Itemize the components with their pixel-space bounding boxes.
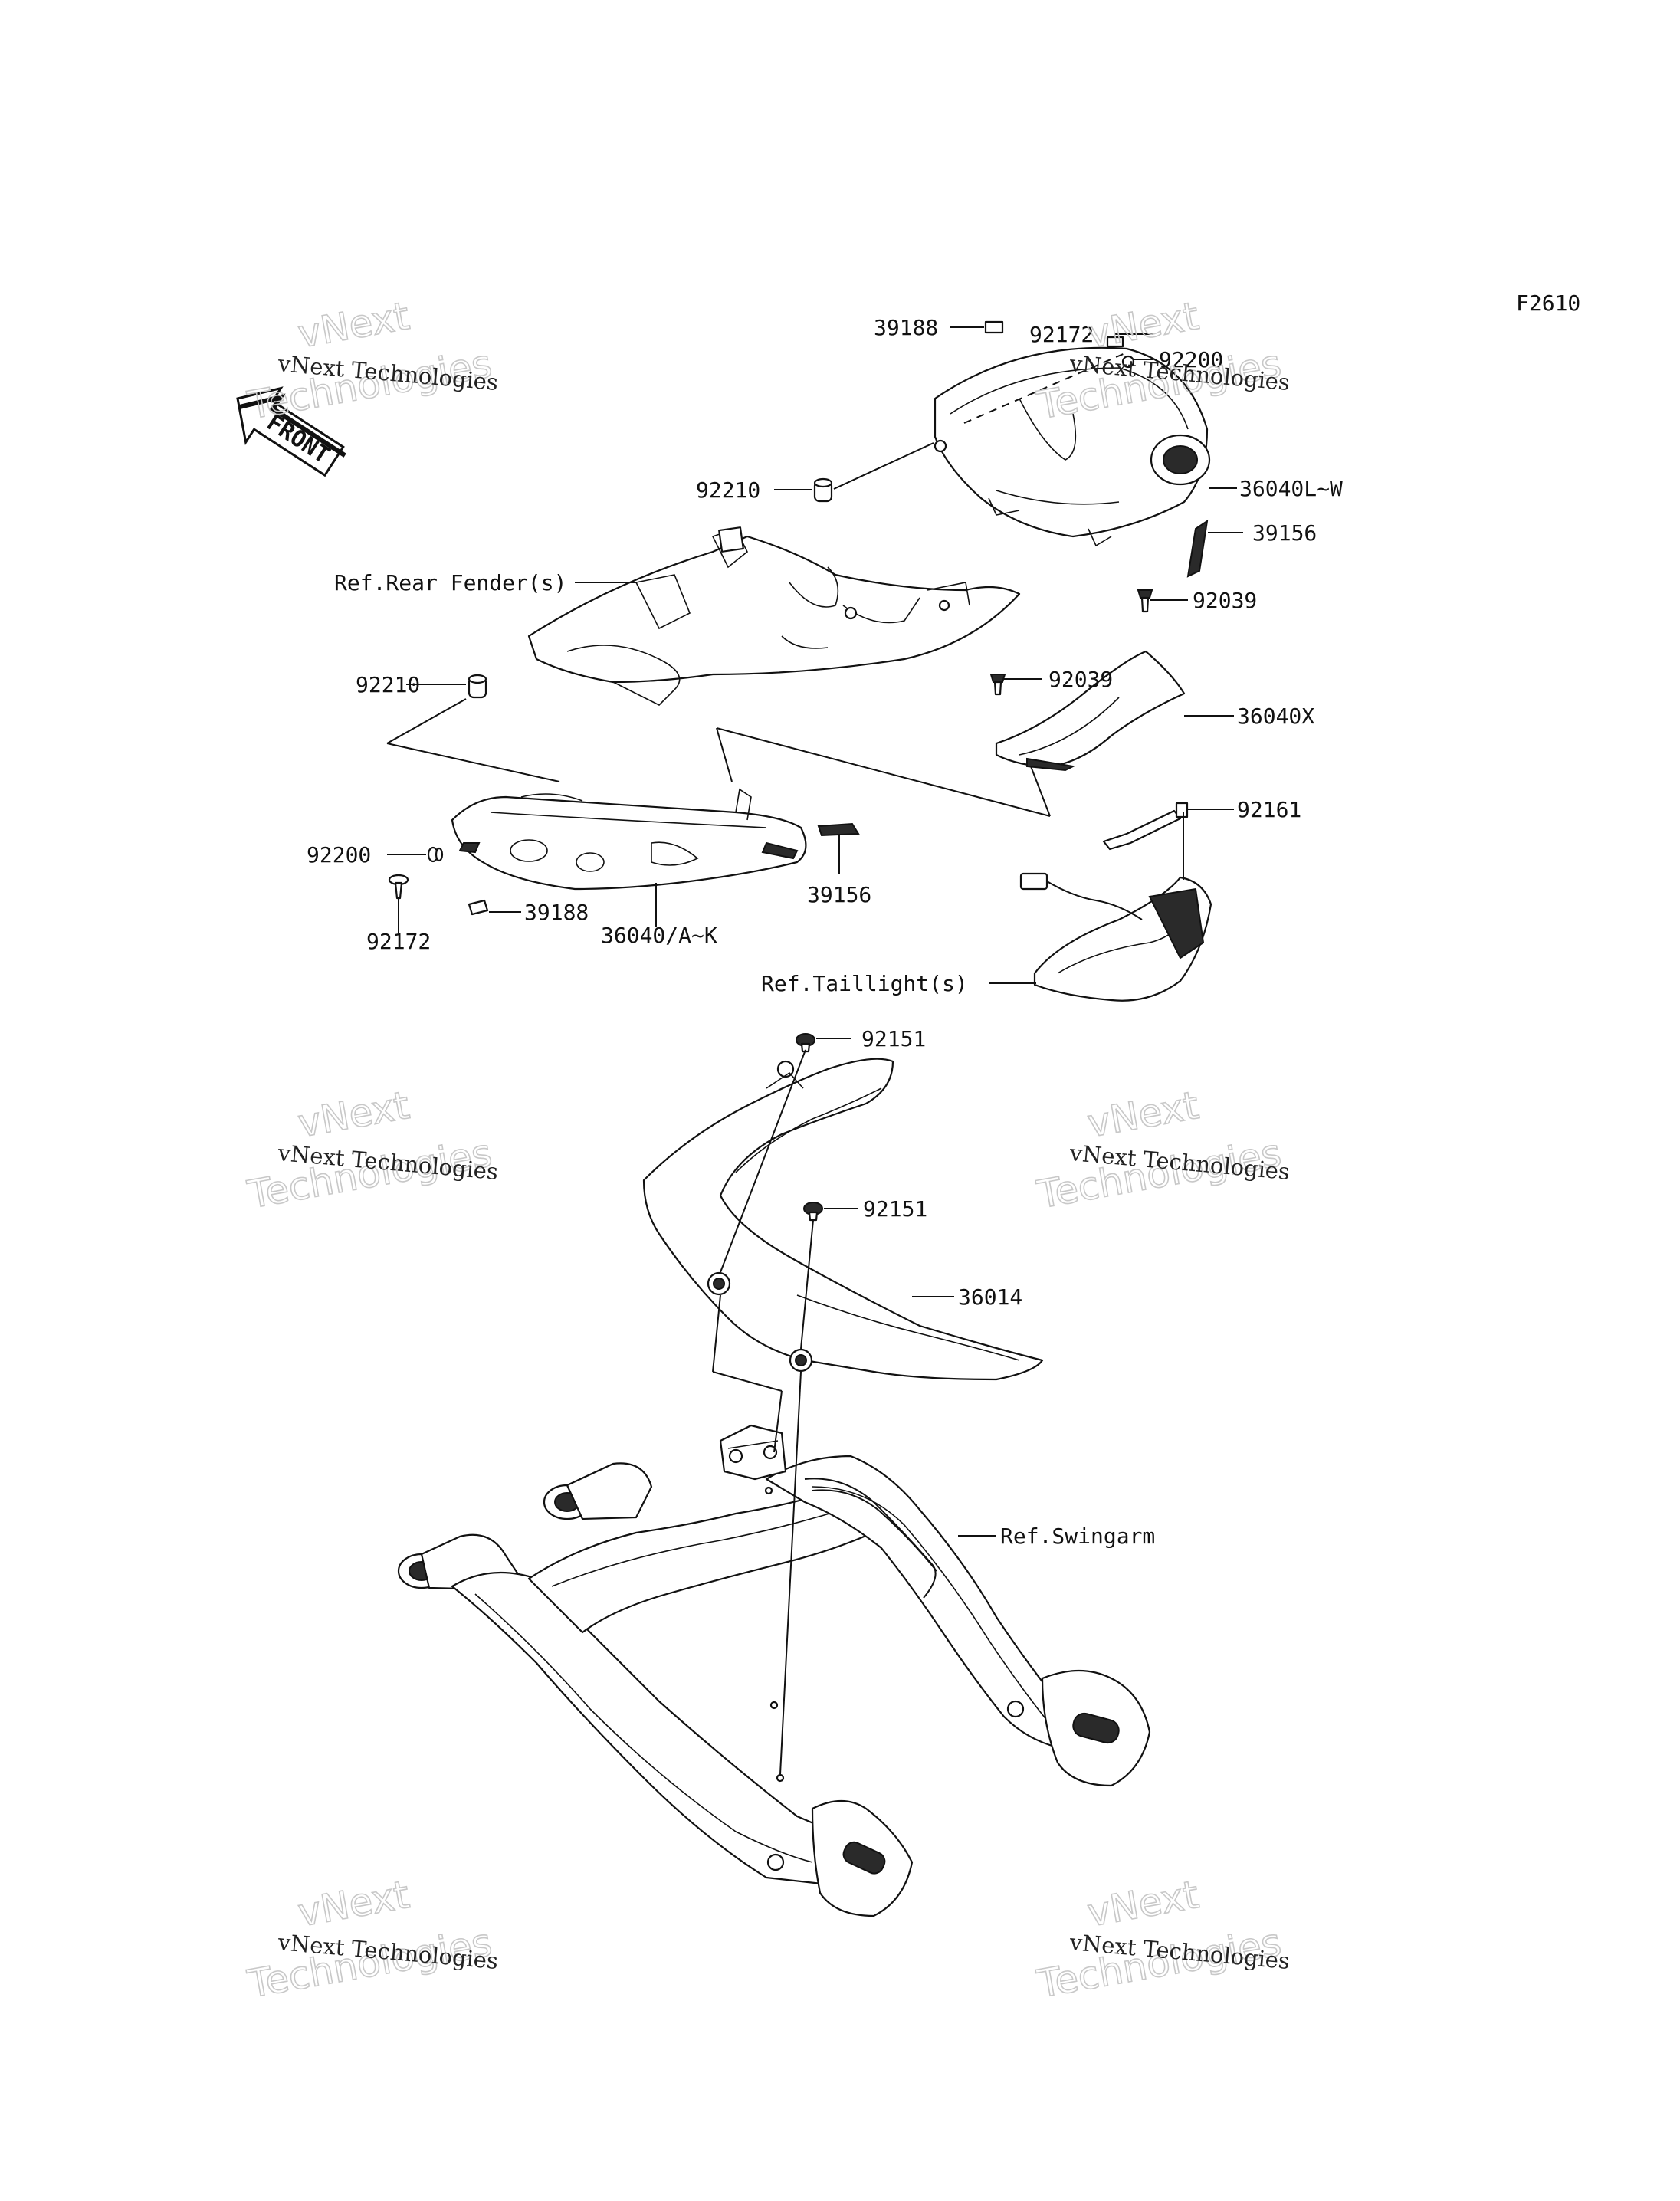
label-ref-taillight: Ref.Taillight(s) xyxy=(761,971,968,996)
grommet-92210-left xyxy=(468,674,487,699)
band-92161 xyxy=(1102,809,1182,851)
band-92161-clip xyxy=(1175,802,1189,818)
label-92151-mid: 92151 xyxy=(863,1196,927,1222)
watermark-bottom-left: vNext Technologies xyxy=(244,1871,496,2007)
label-92172-top: 92172 xyxy=(1029,322,1094,347)
label-92039-mid: 92039 xyxy=(1048,667,1113,692)
strip-39156-center xyxy=(817,822,860,837)
svg-text:vNext: vNext xyxy=(294,1872,412,1935)
label-36014: 36014 xyxy=(958,1284,1022,1310)
label-ref-swingarm: Ref.Swingarm xyxy=(1000,1524,1155,1549)
chain-guard-36014 xyxy=(642,1058,1044,1381)
svg-text:vNext: vNext xyxy=(1084,1872,1202,1935)
leader-lines xyxy=(386,326,1243,1775)
label-36040X: 36040X xyxy=(1237,704,1314,729)
label-92172-bottom: 92172 xyxy=(366,929,431,954)
grommet-92210-top xyxy=(813,477,833,503)
label-39188-bottom: 39188 xyxy=(524,900,589,925)
label-39156-center: 39156 xyxy=(807,882,871,907)
label-92039-top: 92039 xyxy=(1193,588,1257,613)
label-92151-top: 92151 xyxy=(861,1026,926,1051)
bolt-92151-mid xyxy=(803,1202,823,1222)
seat-cover-left xyxy=(451,788,807,891)
taillight-reference xyxy=(1019,872,1212,1002)
label-92161: 92161 xyxy=(1237,797,1301,822)
pad-39188-bottom xyxy=(468,899,489,916)
label-39188-top: 39188 xyxy=(874,315,938,340)
rear-fender-reference xyxy=(527,526,1021,706)
label-92210-top: 92210 xyxy=(696,477,760,503)
watermark-mid-left: vNext Technologies xyxy=(244,1082,496,1218)
svg-text:vNext: vNext xyxy=(294,294,412,356)
tail-cover-36040X xyxy=(995,650,1186,772)
svg-text:vNext: vNext xyxy=(294,1083,412,1146)
screw-92172-bottom xyxy=(388,874,409,900)
label-92210-left: 92210 xyxy=(356,672,420,697)
label-39156-right: 39156 xyxy=(1252,520,1317,546)
bolt-92151-top xyxy=(796,1033,815,1053)
label-92200-left: 92200 xyxy=(307,842,371,868)
nut-92200-left xyxy=(427,846,444,863)
clip-92039-top xyxy=(1137,589,1153,613)
watermark-top-left: vNext Technologies xyxy=(244,293,496,428)
strip-39156-right xyxy=(1186,519,1209,578)
svg-text:vNext: vNext xyxy=(1084,1083,1202,1146)
figure-code: F2610 xyxy=(1516,290,1580,316)
watermark-mid-right: vNext Technologies xyxy=(1033,1082,1285,1218)
part-labels: 92172 92200 39188 92210 36040L~W 39156 R… xyxy=(307,315,1343,1549)
swingarm-reference xyxy=(397,1424,1151,1917)
label-36040AK: 36040/A~K xyxy=(601,923,717,948)
screw-92172-top xyxy=(1106,336,1135,369)
label-92200-top: 92200 xyxy=(1159,347,1223,372)
label-36040LW: 36040L~W xyxy=(1239,476,1343,501)
seat-cover-right xyxy=(934,346,1211,547)
pad-39188-top xyxy=(984,320,1004,334)
watermark-bottom-right: vNext Technologies xyxy=(1033,1871,1285,2007)
clip-92039-mid xyxy=(989,674,1006,696)
label-ref-rear-fender: Ref.Rear Fender(s) xyxy=(334,570,566,595)
